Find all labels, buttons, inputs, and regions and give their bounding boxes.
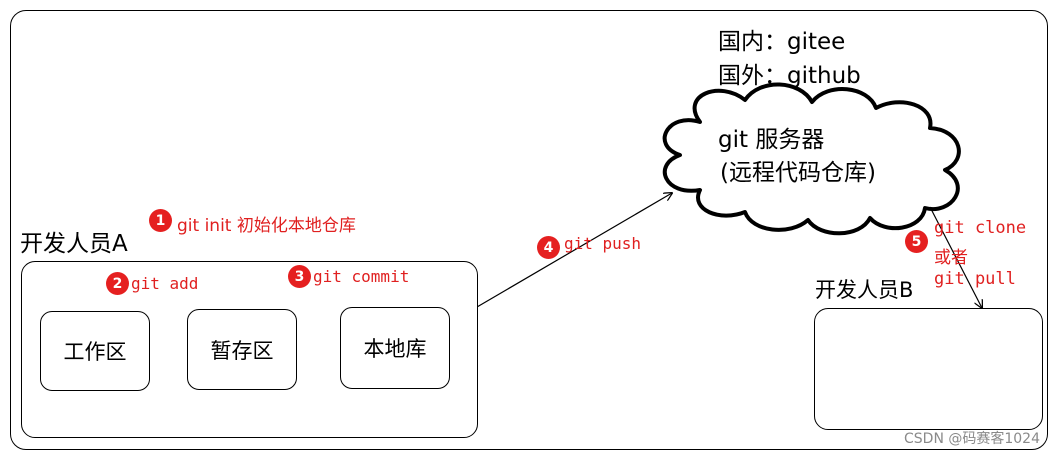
workspace-box: 工作区 bbox=[40, 311, 150, 391]
staging-box: 暂存区 bbox=[187, 309, 297, 390]
step-5-alt-command: git pull bbox=[934, 269, 1016, 289]
step-1-text: git init 初始化本地仓库 bbox=[177, 216, 356, 236]
step-badge-3: 3 bbox=[288, 265, 311, 288]
step-badge-5: 5 bbox=[905, 230, 928, 253]
watermark: CSDN @码赛客1024 bbox=[904, 431, 1040, 447]
step-1-command: git init 初始化本地仓库 bbox=[177, 211, 356, 236]
arrow-git-clone-pull bbox=[929, 206, 982, 308]
arrow-git-push bbox=[476, 193, 672, 308]
step-5-or: 或者 bbox=[934, 248, 968, 268]
step-badge-1: 1 bbox=[149, 209, 172, 232]
step-5-command: git clone bbox=[934, 218, 1027, 238]
step-2-command: git add bbox=[131, 274, 199, 293]
diagram-frame bbox=[10, 10, 1048, 450]
step-badge-2: 2 bbox=[106, 272, 129, 295]
step-4-command: git push bbox=[564, 234, 642, 253]
cloud-shape bbox=[662, 82, 961, 236]
domestic-server-label: 国内：gitee bbox=[718, 29, 846, 55]
developer-b-box bbox=[814, 308, 1043, 430]
local-repo-box: 本地库 bbox=[340, 307, 450, 389]
step-badge-4: 4 bbox=[537, 236, 560, 259]
developer-a-label: 开发人员A bbox=[20, 231, 128, 257]
server-name: git 服务器 bbox=[718, 127, 825, 153]
server-subtitle: (远程代码仓库) bbox=[720, 160, 876, 186]
developer-b-label: 开发人员B bbox=[815, 278, 914, 302]
step-3-command: git commit bbox=[313, 267, 410, 286]
